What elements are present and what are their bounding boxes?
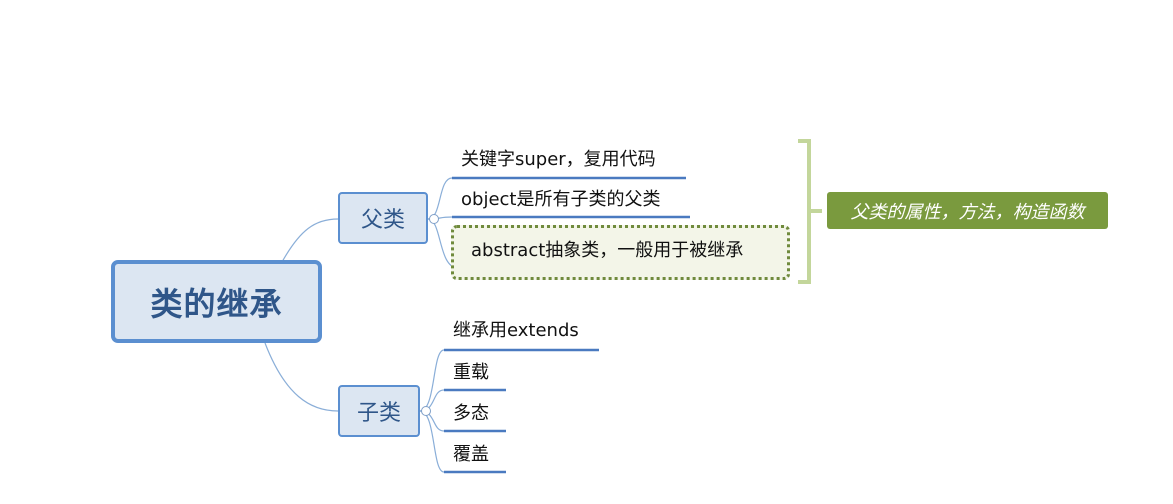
summary-bracket: [798, 139, 822, 284]
connector-root-child: [264, 342, 339, 412]
branch-child-class[interactable]: 子类: [338, 385, 420, 437]
summary-topic-label: 父类的属性，方法，构造函数: [850, 201, 1085, 223]
collapse-parent-icon[interactable]: [429, 214, 439, 224]
leaf-overload[interactable]: 重载: [453, 362, 489, 383]
root-topic[interactable]: 类的继承: [111, 260, 322, 343]
summary-topic[interactable]: 父类的属性，方法，构造函数: [827, 192, 1108, 229]
collapse-child-icon[interactable]: [421, 406, 431, 416]
connector-root-parent: [281, 218, 339, 263]
leaf-super-keyword[interactable]: 关键字super，复用代码: [461, 149, 656, 170]
connector-child-leaf-4: [419, 410, 445, 473]
highlight-boundary: [451, 225, 790, 280]
connector-child-leaf-1: [419, 349, 445, 412]
connector-parent-leaf-1: [427, 177, 453, 220]
branch-parent-class[interactable]: 父类: [338, 192, 428, 244]
leaf-polymorphism[interactable]: 多态: [453, 403, 489, 424]
leaf-extends[interactable]: 继承用extends: [453, 320, 579, 341]
leaf-abstract-class[interactable]: abstract抽象类，一般用于被继承: [471, 240, 744, 261]
root-topic-label: 类的继承: [150, 284, 283, 323]
leaf-override[interactable]: 覆盖: [453, 444, 489, 465]
branch-child-class-label: 子类: [356, 401, 401, 426]
leaf-object-root[interactable]: object是所有子类的父类: [461, 189, 661, 210]
branch-parent-class-label: 父类: [360, 208, 405, 233]
